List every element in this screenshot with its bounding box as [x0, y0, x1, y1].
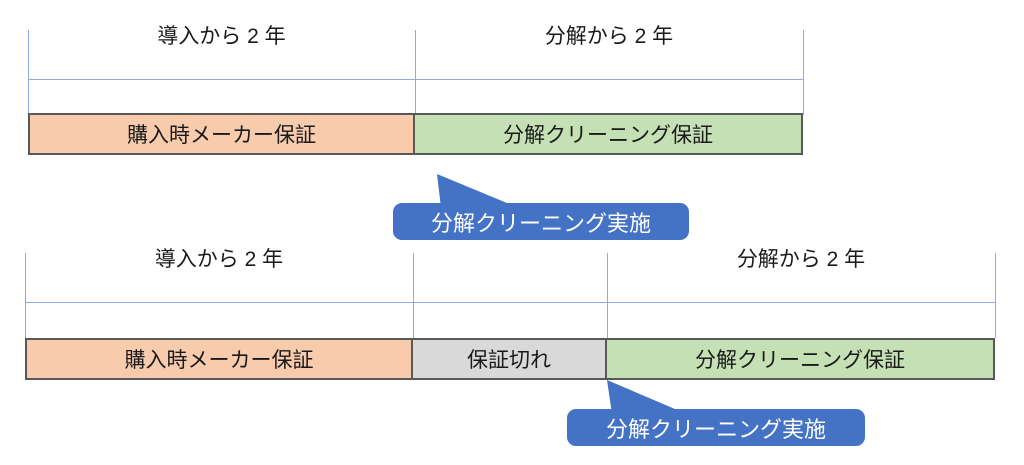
callout-cleaning-performed-bottom: 分解クリーニング実施	[567, 409, 865, 446]
bar-cleaning-warranty: 分解クリーニング保証	[415, 113, 803, 155]
timeline-tick-cleaning	[607, 253, 608, 338]
bar-warranty-expired: 保証切れ	[413, 338, 607, 380]
timeline-tick-end	[995, 253, 996, 338]
bar-maker-warranty: 購入時メーカー保証	[25, 338, 413, 380]
callout-cleaning-performed-top: 分解クリーニング実施	[393, 203, 689, 240]
period-label-introduction: 導入から 2 年	[154, 248, 284, 271]
timeline-tick-start	[25, 253, 26, 338]
timeline-tick-start	[28, 30, 29, 114]
bar-maker-warranty: 購入時メーカー保証	[28, 113, 415, 155]
period-label-introduction: 導入から 2 年	[157, 25, 286, 48]
timeline-tick-expiry	[413, 253, 414, 338]
warranty-bar-row: 購入時メーカー保証 保証切れ 分解クリーニング保証	[25, 338, 995, 380]
period-label-disassembly: 分解から 2 年	[736, 248, 866, 271]
period-label-disassembly: 分解から 2 年	[544, 25, 674, 48]
bar-cleaning-warranty: 分解クリーニング保証	[607, 338, 995, 380]
warranty-bar-row: 購入時メーカー保証 分解クリーニング保証	[28, 113, 803, 155]
timeline-axis-line	[28, 79, 804, 80]
timeline-axis-line	[25, 302, 996, 303]
timeline-tick-end	[803, 30, 804, 115]
timeline-tick-middle	[415, 30, 416, 114]
